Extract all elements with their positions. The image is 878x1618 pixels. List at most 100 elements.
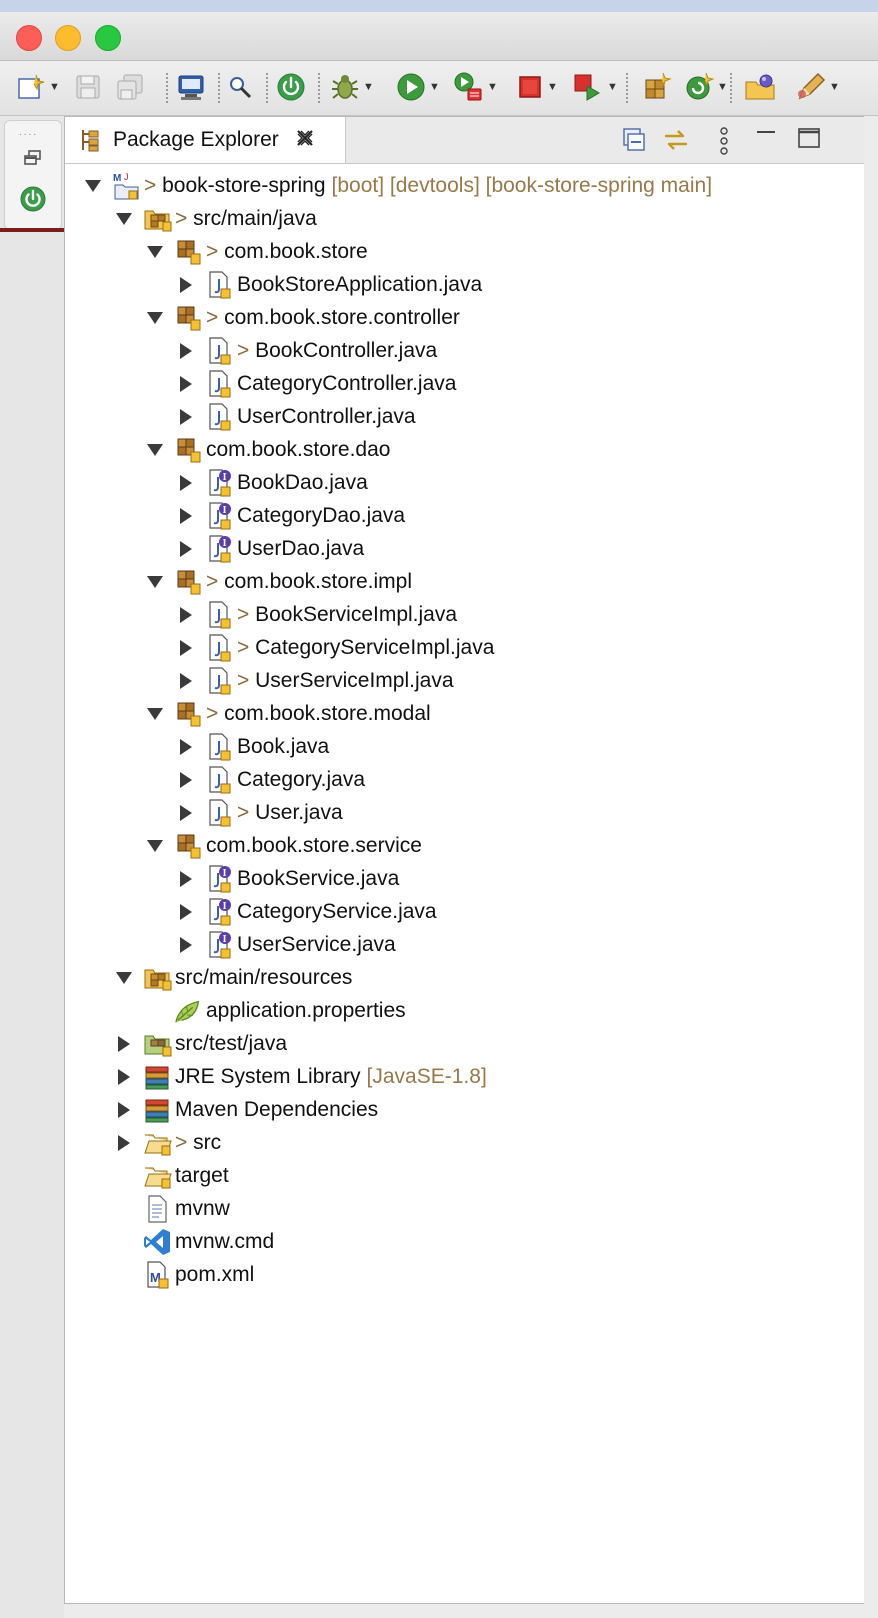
- edit-button[interactable]: ▼: [794, 71, 840, 103]
- collapsed-twistie-icon[interactable]: [175, 274, 197, 296]
- terminal-button[interactable]: [176, 71, 206, 103]
- collapsed-twistie-icon[interactable]: [175, 934, 197, 956]
- dropdown-arrow-icon[interactable]: ▼: [607, 81, 618, 93]
- collapsed-twistie-icon[interactable]: [175, 736, 197, 758]
- restore-icon[interactable]: [23, 149, 43, 172]
- debug-button[interactable]: ▼: [330, 71, 374, 103]
- dropdown-arrow-icon[interactable]: ▼: [429, 81, 440, 93]
- tree-item[interactable]: > User.java: [175, 796, 343, 829]
- expanded-twistie-icon[interactable]: [82, 175, 104, 197]
- maximize-view-icon[interactable]: [797, 126, 821, 157]
- tree-item[interactable]: mvnw: [113, 1192, 230, 1225]
- spring-boot-button[interactable]: [276, 71, 306, 103]
- dropdown-arrow-icon[interactable]: ▼: [717, 81, 728, 93]
- tree-item[interactable]: > src: [113, 1126, 221, 1159]
- tree-item[interactable]: UserController.java: [175, 400, 416, 433]
- tab-package-explorer[interactable]: Package Explorer: [65, 117, 346, 163]
- tree-item[interactable]: > com.book.store.controller: [144, 301, 460, 334]
- tree-item[interactable]: > com.book.store.modal: [144, 697, 431, 730]
- expanded-twistie-icon[interactable]: [144, 307, 166, 329]
- tree-item[interactable]: Book.java: [175, 730, 329, 763]
- tree-item[interactable]: > BookServiceImpl.java: [175, 598, 457, 631]
- tree-item[interactable]: JRE System Library[JavaSE-1.8]: [113, 1060, 487, 1093]
- view-menu-icon[interactable]: [717, 126, 731, 161]
- tree-item[interactable]: Category.java: [175, 763, 365, 796]
- tree-item[interactable]: src/test/java: [113, 1027, 287, 1060]
- collapsed-twistie-icon[interactable]: [113, 1099, 135, 1121]
- expanded-twistie-icon[interactable]: [144, 571, 166, 593]
- tree-item[interactable]: > CategoryServiceImpl.java: [175, 631, 494, 664]
- tree-item[interactable]: mvnw.cmd: [113, 1225, 274, 1258]
- expanded-twistie-icon[interactable]: [144, 241, 166, 263]
- window-zoom-button[interactable]: [95, 25, 121, 51]
- collapsed-twistie-icon[interactable]: [175, 769, 197, 791]
- close-view-icon[interactable]: [295, 128, 315, 153]
- collapsed-twistie-icon[interactable]: [175, 406, 197, 428]
- collapsed-twistie-icon[interactable]: [175, 340, 197, 362]
- tree-item[interactable]: > com.book.store: [144, 235, 368, 268]
- collapsed-twistie-icon[interactable]: [113, 1033, 135, 1055]
- tree-item[interactable]: src/main/resources: [113, 961, 352, 994]
- search-button[interactable]: [226, 71, 254, 103]
- tree-item[interactable]: Maven Dependencies: [113, 1093, 378, 1126]
- run-button[interactable]: ▼: [396, 71, 440, 103]
- run-server-button[interactable]: ▼: [452, 71, 498, 103]
- stop-button[interactable]: ▼: [516, 71, 558, 103]
- collapse-all-icon[interactable]: [621, 126, 647, 159]
- expanded-twistie-icon[interactable]: [144, 439, 166, 461]
- collapsed-twistie-icon[interactable]: [175, 802, 197, 824]
- tree-item[interactable]: > com.book.store.impl: [144, 565, 412, 598]
- collapsed-twistie-icon[interactable]: [113, 1132, 135, 1154]
- open-type-button[interactable]: [744, 71, 778, 103]
- dropdown-arrow-icon[interactable]: ▼: [829, 81, 840, 93]
- new-wizard-button[interactable]: ▼: [16, 71, 60, 103]
- save-all-button[interactable]: [116, 71, 144, 103]
- collapsed-twistie-icon[interactable]: [175, 538, 197, 560]
- dropdown-arrow-icon[interactable]: ▼: [363, 81, 374, 93]
- tree-item[interactable]: target: [113, 1159, 229, 1192]
- link-with-editor-icon[interactable]: [661, 126, 691, 159]
- tree-item[interactable]: application.properties: [144, 994, 406, 1027]
- collapsed-twistie-icon[interactable]: [175, 472, 197, 494]
- minimize-view-icon[interactable]: [755, 126, 777, 157]
- tree-item[interactable]: > src/main/java: [113, 202, 317, 235]
- dropdown-arrow-icon[interactable]: ▼: [547, 81, 558, 93]
- refresh-button[interactable]: ▼: [684, 71, 728, 103]
- save-button[interactable]: [74, 71, 102, 103]
- dropdown-arrow-icon[interactable]: ▼: [49, 81, 60, 93]
- collapsed-twistie-icon[interactable]: [113, 1066, 135, 1088]
- collapsed-twistie-icon[interactable]: [175, 373, 197, 395]
- window-close-button[interactable]: [16, 25, 42, 51]
- window-minimize-button[interactable]: [55, 25, 81, 51]
- tree-item[interactable]: > BookController.java: [175, 334, 437, 367]
- tree-item[interactable]: > UserServiceImpl.java: [175, 664, 454, 697]
- collapsed-twistie-icon[interactable]: [175, 637, 197, 659]
- expanded-twistie-icon[interactable]: [144, 703, 166, 725]
- tree-item[interactable]: BookStoreApplication.java: [175, 268, 482, 301]
- tree-item[interactable]: com.book.store.dao: [144, 433, 390, 466]
- tree-item-label: BookStoreApplication.java: [237, 272, 483, 296]
- dropdown-arrow-icon[interactable]: ▼: [487, 81, 498, 93]
- collapsed-twistie-icon[interactable]: [175, 670, 197, 692]
- expanded-twistie-icon[interactable]: [144, 835, 166, 857]
- new-package-button[interactable]: [642, 71, 672, 103]
- dirty-marker: >: [206, 701, 225, 725]
- collapsed-twistie-icon[interactable]: [175, 604, 197, 626]
- collapsed-twistie-icon[interactable]: [175, 901, 197, 923]
- relaunch-button[interactable]: ▼: [572, 71, 618, 103]
- collapsed-twistie-icon[interactable]: [175, 505, 197, 527]
- expanded-twistie-icon[interactable]: [113, 967, 135, 989]
- tree-item[interactable]: CategoryController.java: [175, 367, 456, 400]
- boot-dashboard-icon[interactable]: [19, 185, 47, 218]
- tree-item[interactable]: com.book.store.service: [144, 829, 422, 862]
- collapsed-twistie-icon[interactable]: [175, 868, 197, 890]
- expanded-twistie-icon[interactable]: [113, 208, 135, 230]
